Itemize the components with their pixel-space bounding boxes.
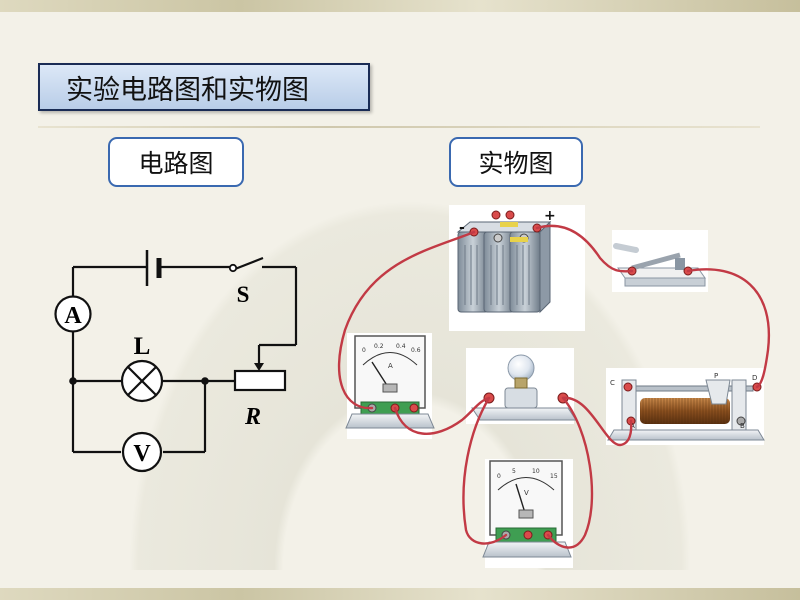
voltmeter-tick-label: 5 <box>512 468 516 475</box>
rheostat-end-label: P <box>714 372 718 380</box>
ammeter-base <box>345 413 435 429</box>
voltmeter-knob <box>518 509 534 519</box>
real-apparatus-label: 实物图 <box>449 137 583 187</box>
rheostat-end-label: D <box>752 374 757 382</box>
ammeter-symbol <box>54 295 92 333</box>
battery-cell <box>509 231 541 313</box>
ammeter-tick-label: 0.2 <box>374 343 384 350</box>
bulb-base <box>514 377 528 389</box>
voltmeter-scale <box>497 477 555 491</box>
voltmeter-face-letter: V <box>524 489 529 497</box>
rheostat-end-label: B <box>740 422 745 430</box>
terminal-knob <box>491 210 501 220</box>
switch-label: S <box>237 282 250 307</box>
rheostat-end-label: C <box>610 379 615 387</box>
junction-dot <box>69 377 77 385</box>
top-decor-band <box>0 0 800 12</box>
ammeter-letter: A <box>64 303 82 329</box>
ammeter-face <box>354 335 426 409</box>
rheostat-end-label: A <box>630 422 635 430</box>
voltmeter-tick-label: 10 <box>532 468 540 475</box>
circuit-wires <box>71 256 298 454</box>
voltmeter-symbol <box>121 431 163 473</box>
light-bulb <box>507 354 535 382</box>
voltmeter-letter: V <box>133 441 151 467</box>
connection-wires <box>337 224 771 549</box>
wire-battery-ammeter <box>337 230 476 410</box>
ammeter-tick-label: 0.6 <box>411 347 421 354</box>
wire-switch-rheostat <box>686 268 771 389</box>
rheostat-device: C P D A B <box>606 368 765 445</box>
rheostat-symbol <box>233 369 287 392</box>
switch-clip <box>675 258 685 270</box>
battery-plus-sign: + <box>544 208 556 224</box>
terminal-knob <box>523 530 533 540</box>
terminal-knob <box>736 416 746 426</box>
ammeter-knob <box>382 383 398 393</box>
voltmeter-tick-label: 0 <box>497 473 501 480</box>
voltmeter-device: 0 5 10 15 V <box>482 459 573 568</box>
switch-contact <box>228 263 238 273</box>
wire-lamp-voltmeter-a <box>462 396 508 545</box>
slide-title: 实验电路图和实物图 <box>38 63 370 111</box>
terminal-knob <box>409 403 419 413</box>
terminal-knob <box>493 233 503 243</box>
rheostat-slider <box>705 379 731 405</box>
bottom-decor-band <box>0 588 800 600</box>
ammeter-device: 0 0.2 0.4 0.6 A <box>345 333 435 439</box>
switch-base-front <box>624 277 706 287</box>
rheostat-coil-windings <box>640 398 730 424</box>
voltmeter-tick-label: 15 <box>550 473 558 480</box>
battery-side <box>539 220 551 314</box>
terminal-knob <box>623 382 633 392</box>
lamp-label: L <box>134 333 151 360</box>
rheostat-label: R <box>244 404 261 430</box>
rheostat-base <box>607 429 765 441</box>
switch-handle <box>613 243 639 253</box>
voltmeter-base <box>482 541 572 558</box>
battery-connector <box>510 237 528 242</box>
title-divider <box>38 126 760 128</box>
circuit-diagram-label: 电路图 <box>108 137 244 187</box>
wire-lamp-voltmeter-b <box>546 396 594 549</box>
lamp-cross <box>127 366 157 396</box>
ammeter-tick-label: 0.4 <box>396 343 406 350</box>
lamp-socket <box>504 387 538 409</box>
ammeter-tick-label: 0 <box>362 347 366 354</box>
voltmeter-face <box>489 460 563 536</box>
wire-battery-switch <box>535 224 634 273</box>
rheostat-slider-arrow <box>254 363 264 371</box>
junction-dot <box>201 377 209 385</box>
switch-blade <box>631 252 681 271</box>
wire-ammeter-lamp <box>393 396 491 435</box>
ammeter-scale <box>362 352 418 366</box>
battery-pack: - + <box>449 205 585 331</box>
terminal-knob <box>505 210 515 220</box>
ammeter-face-letter: A <box>388 362 393 370</box>
wire-lamp-rheostat <box>561 396 633 447</box>
battery-minus-sign: - <box>459 220 465 236</box>
knife-switch <box>612 230 708 292</box>
battery-connector <box>500 222 518 227</box>
lamp-base <box>471 407 577 421</box>
